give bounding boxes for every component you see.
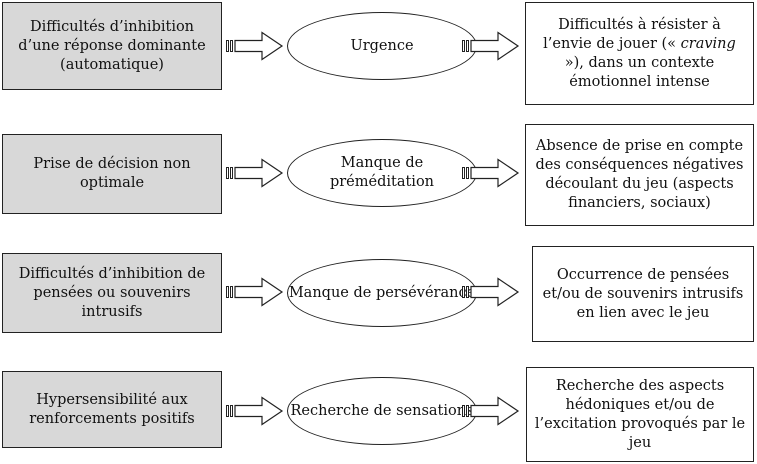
effect-text: Recherche des aspects hédoniques et/ou d… [534,377,746,451]
cause-text: Difficultés d’inhibition d’une réponse d… [18,18,206,73]
effect-box: Occurrence de pensées et/ou de souvenirs… [532,246,754,342]
facet-ellipse: Manque de persévérance [287,259,477,327]
right-arrow-icon [226,396,284,426]
facet-text: Recherche de sensations [290,402,474,419]
effect-text: Difficultés à résister à l’envie de joue… [543,16,736,90]
facet-ellipse: Urgence [287,12,477,80]
right-arrow-icon [226,277,284,307]
right-arrow-icon [462,277,520,307]
facet-text: Urgence [350,37,414,54]
right-arrow-icon [462,31,520,61]
facet-ellipse: Manque de préméditation [287,139,477,207]
effect-text: Occurrence de pensées et/ou de souvenirs… [542,266,744,321]
cause-text: Hypersensibilité aux renforcements posit… [29,391,195,427]
facet-ellipse: Recherche de sensations [287,377,477,445]
cause-box: Prise de décision non optimale [2,134,222,214]
cause-box: Difficultés d’inhibition d’une réponse d… [2,2,222,90]
right-arrow-icon [226,158,284,188]
cause-text: Prise de décision non optimale [33,156,191,191]
effect-box: Absence de prise en compte des conséquen… [525,124,754,226]
cause-box: Hypersensibilité aux renforcements posit… [2,371,222,448]
facet-text: Manque de préméditation [329,155,435,190]
effect-box: Recherche des aspects hédoniques et/ou d… [526,367,754,462]
effect-box: Difficultés à résister à l’envie de joue… [525,2,754,105]
right-arrow-icon [462,158,520,188]
cause-text: Difficultés d’inhibition de pensées ou s… [18,265,206,320]
effect-text: Absence de prise en compte des conséquen… [535,138,744,211]
facet-text: Manque de persévérance [288,284,476,301]
right-arrow-icon [462,396,520,426]
right-arrow-icon [226,31,284,61]
cause-box: Difficultés d’inhibition de pensées ou s… [2,253,222,333]
